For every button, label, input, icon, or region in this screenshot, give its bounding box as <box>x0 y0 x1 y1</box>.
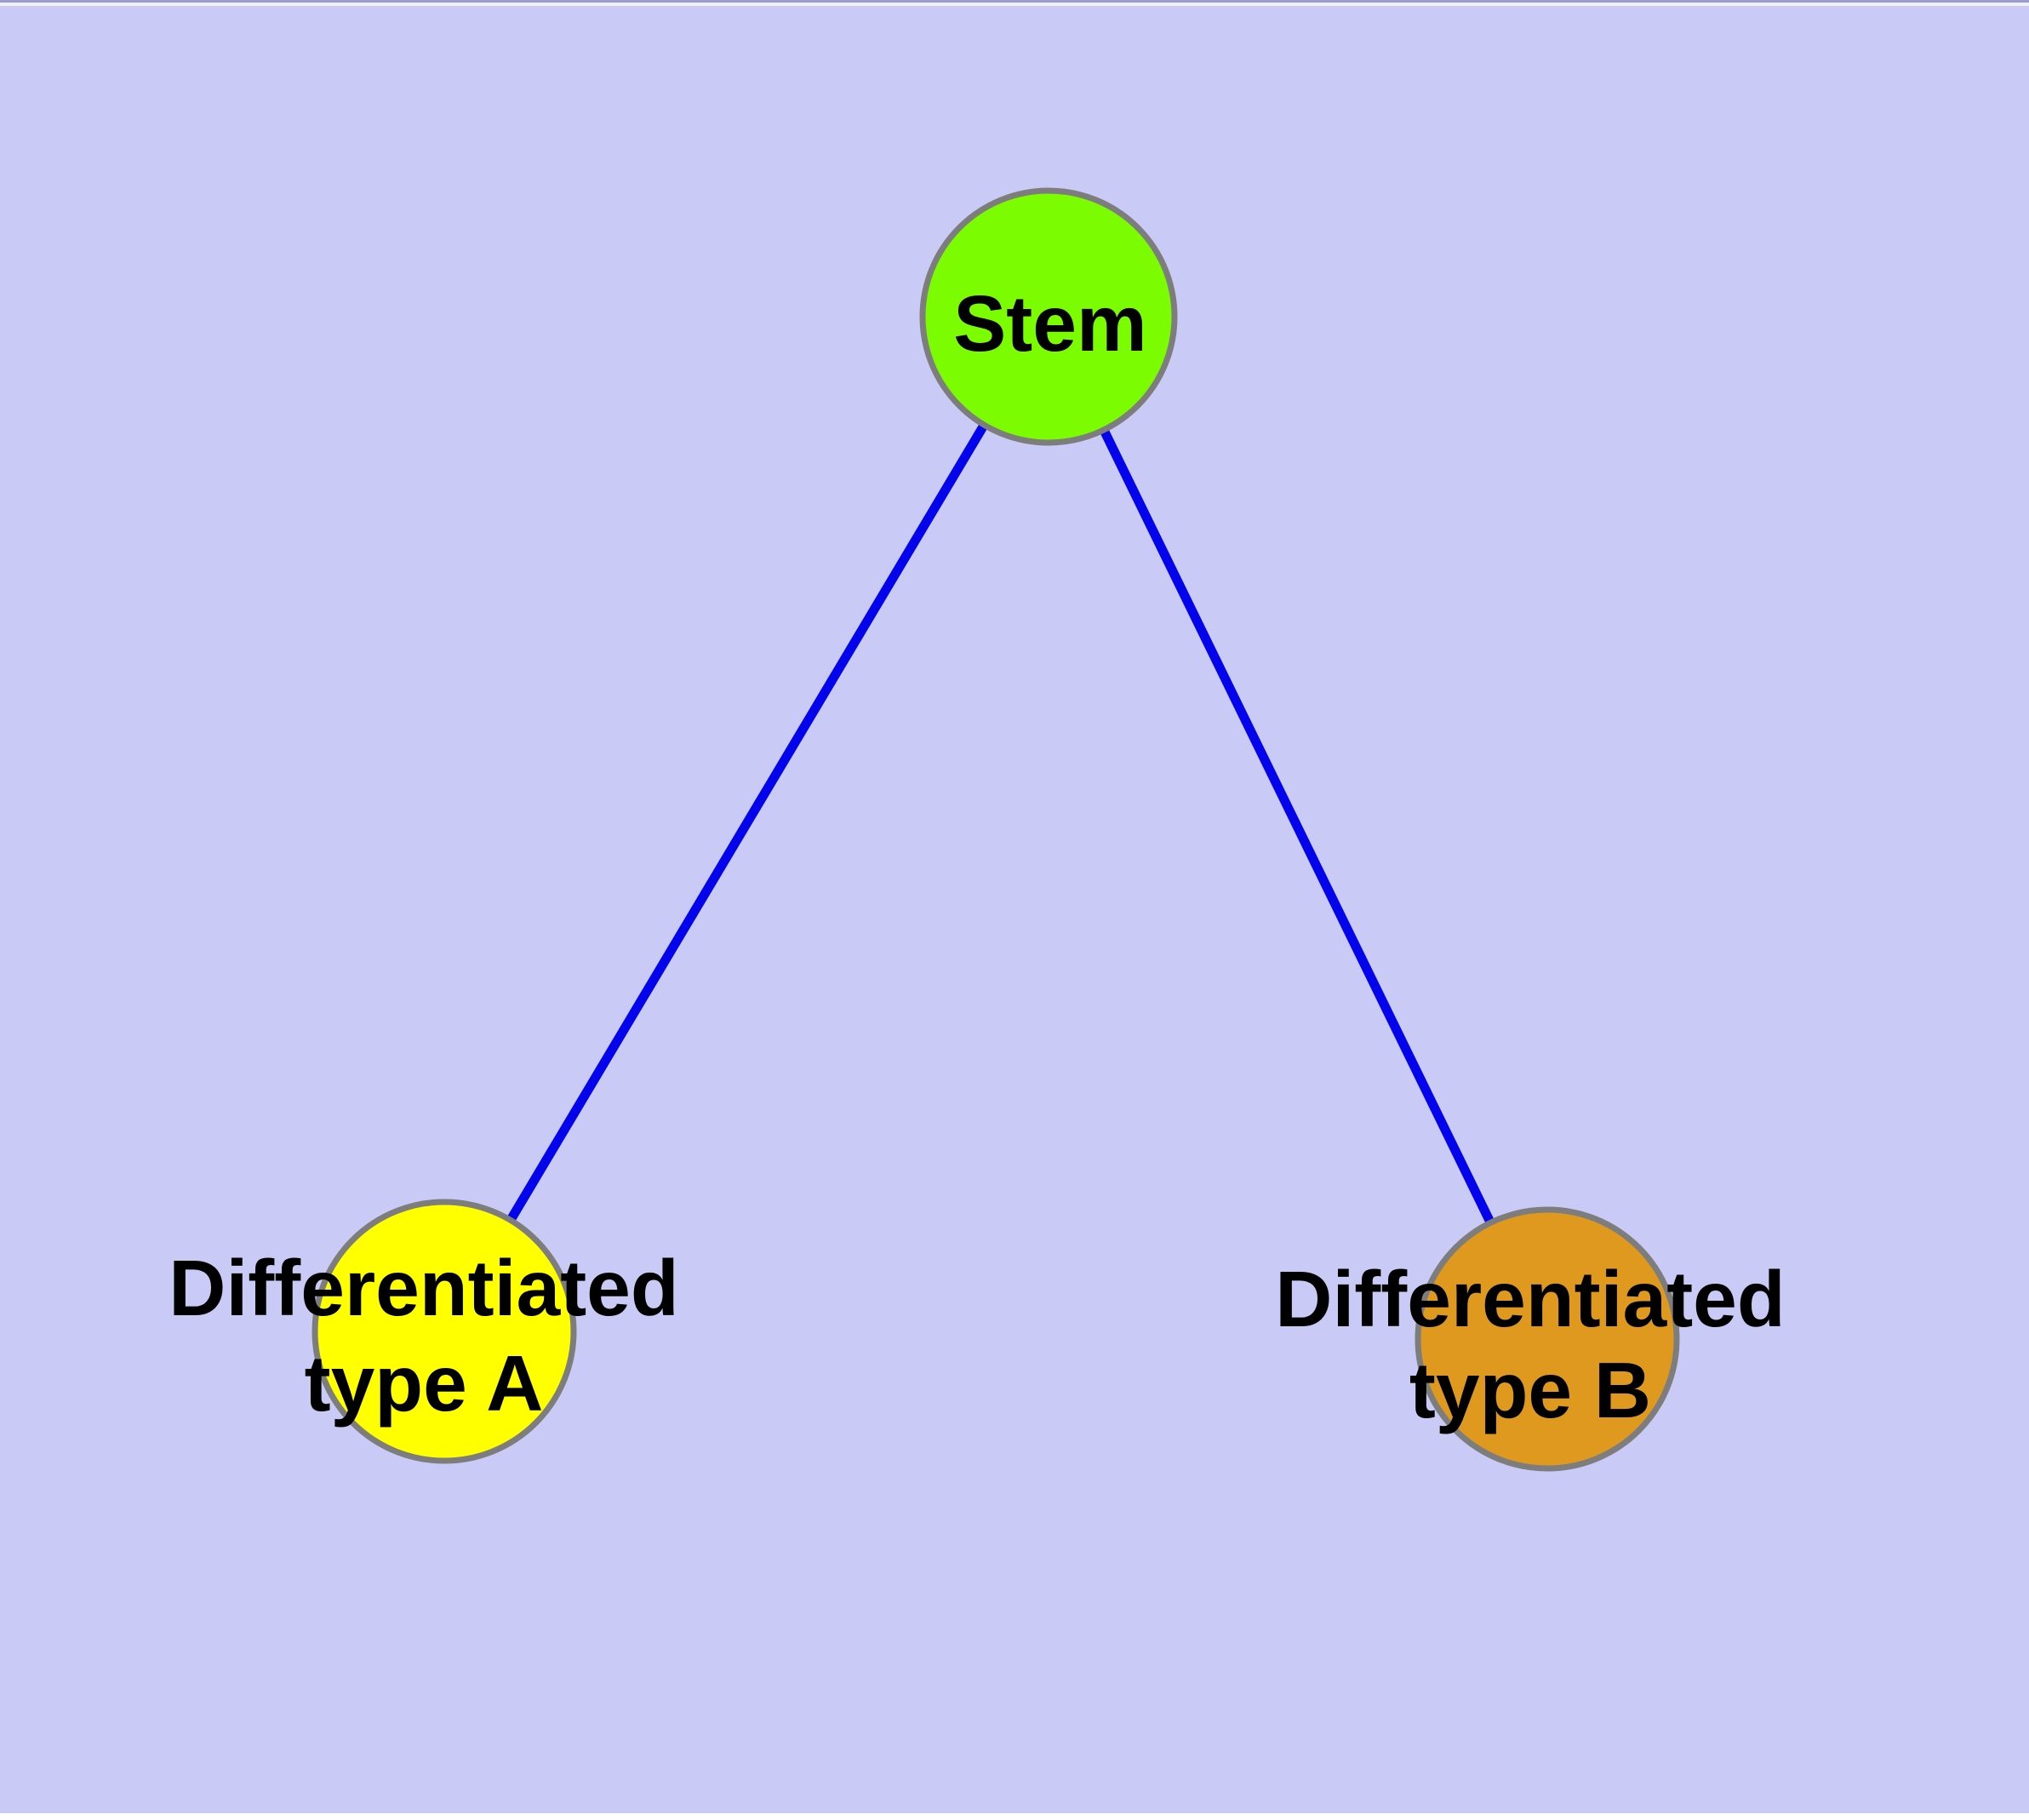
node-type-a-label-line2: type A <box>305 1339 544 1428</box>
edge-stem-to-type-a <box>440 314 1053 1334</box>
edge-stem-to-type-b <box>1044 314 1552 1342</box>
node-type-b-circle <box>1415 1206 1680 1472</box>
node-stem: Stem <box>919 187 1178 446</box>
node-type-a-label-line1: Differentiated <box>169 1244 678 1332</box>
node-type-a: Differentiated type A <box>169 1199 679 1464</box>
node-type-b-label-line2: type B <box>1409 1346 1651 1434</box>
node-type-b: Differentiated type B <box>1275 1206 1786 1472</box>
top-border-dark-line <box>0 0 2029 3</box>
node-stem-label: Stem <box>953 279 1146 368</box>
bottom-white-strip <box>0 1813 2029 1820</box>
node-type-b-label-line1: Differentiated <box>1275 1255 1785 1343</box>
node-type-a-circle <box>311 1199 577 1464</box>
top-border-light-line <box>0 3 2029 6</box>
node-stem-circle <box>919 187 1178 446</box>
